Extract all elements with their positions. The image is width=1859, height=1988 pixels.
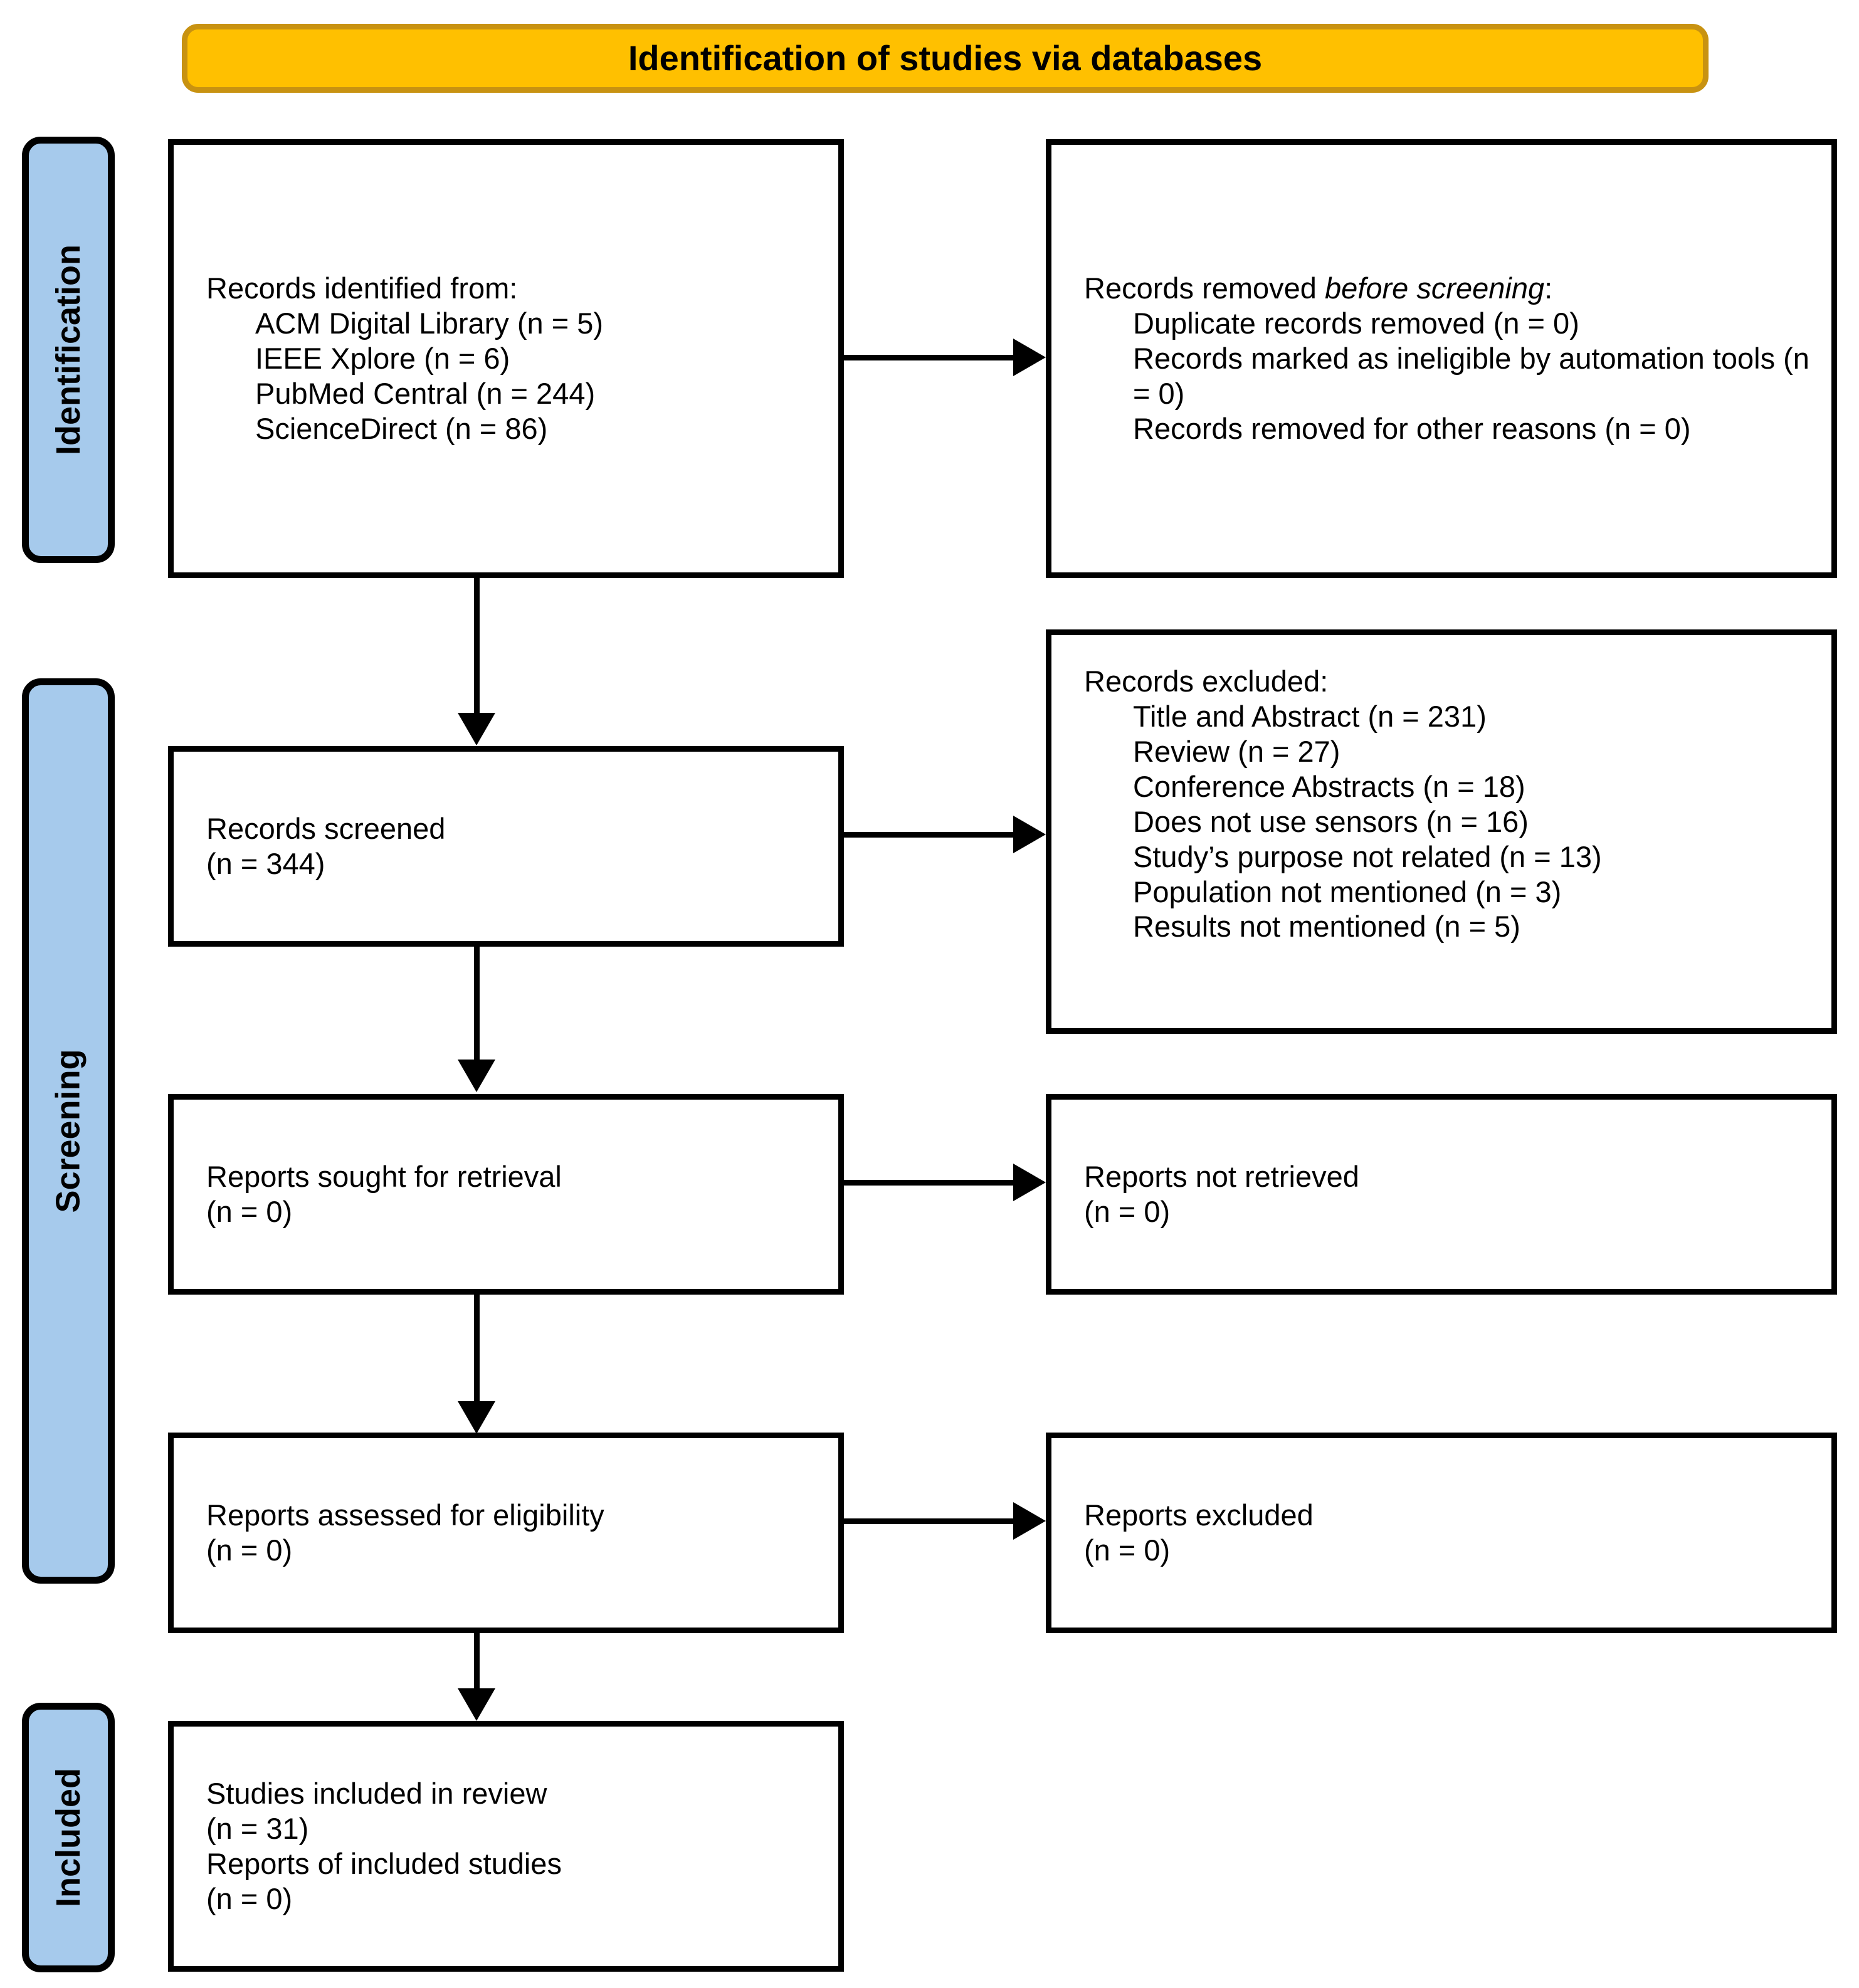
diagram-title: Identification of studies via databases [628,38,1263,78]
arrowhead-identified-to-screened [458,713,495,745]
stage-label-screening: Screening [22,678,115,1584]
arrowhead-screened-to-sought [458,1060,495,1092]
box-reports-excluded: Reports excluded (n = 0) [1046,1433,1837,1633]
reports-not-retrieved-label: Reports not retrieved [1084,1160,1359,1194]
records-removed-heading: Records removed before screening: [1084,271,1815,306]
stage-label-identification: Identification [22,137,115,563]
records-identified-source-3: ScienceDirect (n = 86) [255,411,548,445]
records-screened-label: Records screened [206,812,446,846]
records-removed-reason-0: Duplicate records removed (n = 0) [1133,307,1579,340]
records-excluded-reason-2: Conference Abstracts (n = 18) [1133,769,1525,803]
records-removed-heading-plain: Records removed [1084,271,1325,305]
connector-screened-to-excluded [844,832,1013,838]
records-removed-heading-italic: before screening [1325,271,1545,305]
records-screened-count: (n = 344) [206,847,325,880]
reports-excluded-label: Reports excluded [1084,1498,1314,1532]
connector-screened-to-sought [474,947,480,1060]
reports-included-label: Reports of included studies [206,1847,562,1880]
reports-included-count: (n = 0) [206,1881,293,1915]
records-identified-source-1: IEEE Xplore (n = 6) [255,342,510,376]
records-identified-source-0: ACM Digital Library (n = 5) [255,307,604,340]
box-reports-assessed-for-eligibility: Reports assessed for eligibility (n = 0) [168,1433,844,1633]
stage-label-identification-text: Identification [50,245,87,455]
connector-assessed-to-reports-excluded [844,1518,1013,1524]
studies-included-label: Studies included in review [206,1777,547,1811]
reports-assessed-count: (n = 0) [206,1533,293,1567]
arrowhead-sought-to-assessed [458,1401,495,1434]
arrowhead-assessed-to-reports-excluded [1013,1502,1046,1540]
connector-assessed-to-included [474,1633,480,1688]
box-records-screened: Records screened (n = 344) [168,746,844,947]
records-excluded-heading: Records excluded: [1084,665,1329,698]
records-excluded-reason-6: Results not mentioned (n = 5) [1133,910,1520,944]
reports-sought-count: (n = 0) [206,1195,293,1228]
connector-identified-to-screened [474,578,480,713]
stage-label-included-text: Included [50,1767,88,1908]
records-removed-reason-1: Records marked as ineligible by automati… [1133,342,1809,410]
box-reports-not-retrieved: Reports not retrieved (n = 0) [1046,1094,1837,1295]
arrowhead-sought-to-not-retrieved [1013,1164,1046,1201]
connector-sought-to-not-retrieved [844,1180,1013,1186]
box-records-excluded: Records excluded: Title and Abstract (n … [1046,629,1837,1034]
box-records-identified: Records identified from: ACM Digital Lib… [168,139,844,578]
box-records-removed-before-screening: Records removed before screening: Duplic… [1046,139,1837,578]
records-identified-heading: Records identified from: [206,271,518,305]
records-excluded-reason-4: Study’s purpose not related (n = 13) [1133,839,1602,873]
box-reports-sought-for-retrieval: Reports sought for retrieval (n = 0) [168,1094,844,1295]
records-excluded-reason-1: Review (n = 27) [1133,734,1340,768]
connector-sought-to-assessed [474,1295,480,1401]
connector-identified-to-removed [844,355,1013,360]
reports-sought-label: Reports sought for retrieval [206,1160,562,1194]
stage-label-included: Included [22,1703,115,1972]
diagram-title-banner: Identification of studies via databases [182,24,1709,93]
records-removed-heading-tail: : [1544,271,1553,305]
arrowhead-assessed-to-included [458,1688,495,1721]
records-removed-reason-2: Records removed for other reasons (n = 0… [1133,411,1691,445]
reports-excluded-count: (n = 0) [1084,1533,1171,1567]
reports-assessed-label: Reports assessed for eligibility [206,1498,604,1532]
studies-included-count: (n = 31) [206,1812,309,1846]
box-studies-included: Studies included in review (n = 31) Repo… [168,1721,844,1972]
records-excluded-reason-5: Population not mentioned (n = 3) [1133,875,1562,908]
records-identified-source-2: PubMed Central (n = 244) [255,376,596,410]
reports-not-retrieved-count: (n = 0) [1084,1195,1171,1228]
records-excluded-reason-0: Title and Abstract (n = 231) [1133,699,1487,733]
stage-label-screening-text: Screening [50,1049,87,1213]
records-excluded-reason-3: Does not use sensors (n = 16) [1133,804,1529,838]
arrowhead-screened-to-excluded [1013,816,1046,853]
arrowhead-identified-to-removed [1013,339,1046,376]
